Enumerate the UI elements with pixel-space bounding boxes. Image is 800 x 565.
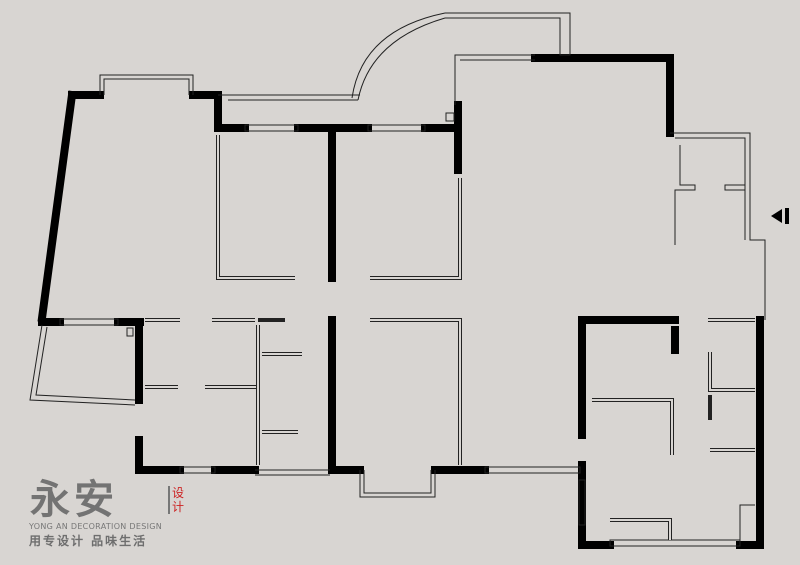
logo-slogan: 用专设计 品味生活	[29, 534, 148, 548]
logo-side-text: 设计	[168, 486, 186, 514]
windows-and-thin-walls	[29, 12, 766, 547]
logo-brand: 永安	[30, 477, 118, 523]
entry-arrow-icon	[771, 208, 789, 224]
company-logo: 永安 设计 YONG AN DECORATION DESIGN 用专设计 品味生…	[26, 480, 186, 554]
interior-walls	[126, 112, 755, 540]
logo-english: YONG AN DECORATION DESIGN	[29, 522, 163, 531]
exterior-walls	[37, 54, 764, 549]
